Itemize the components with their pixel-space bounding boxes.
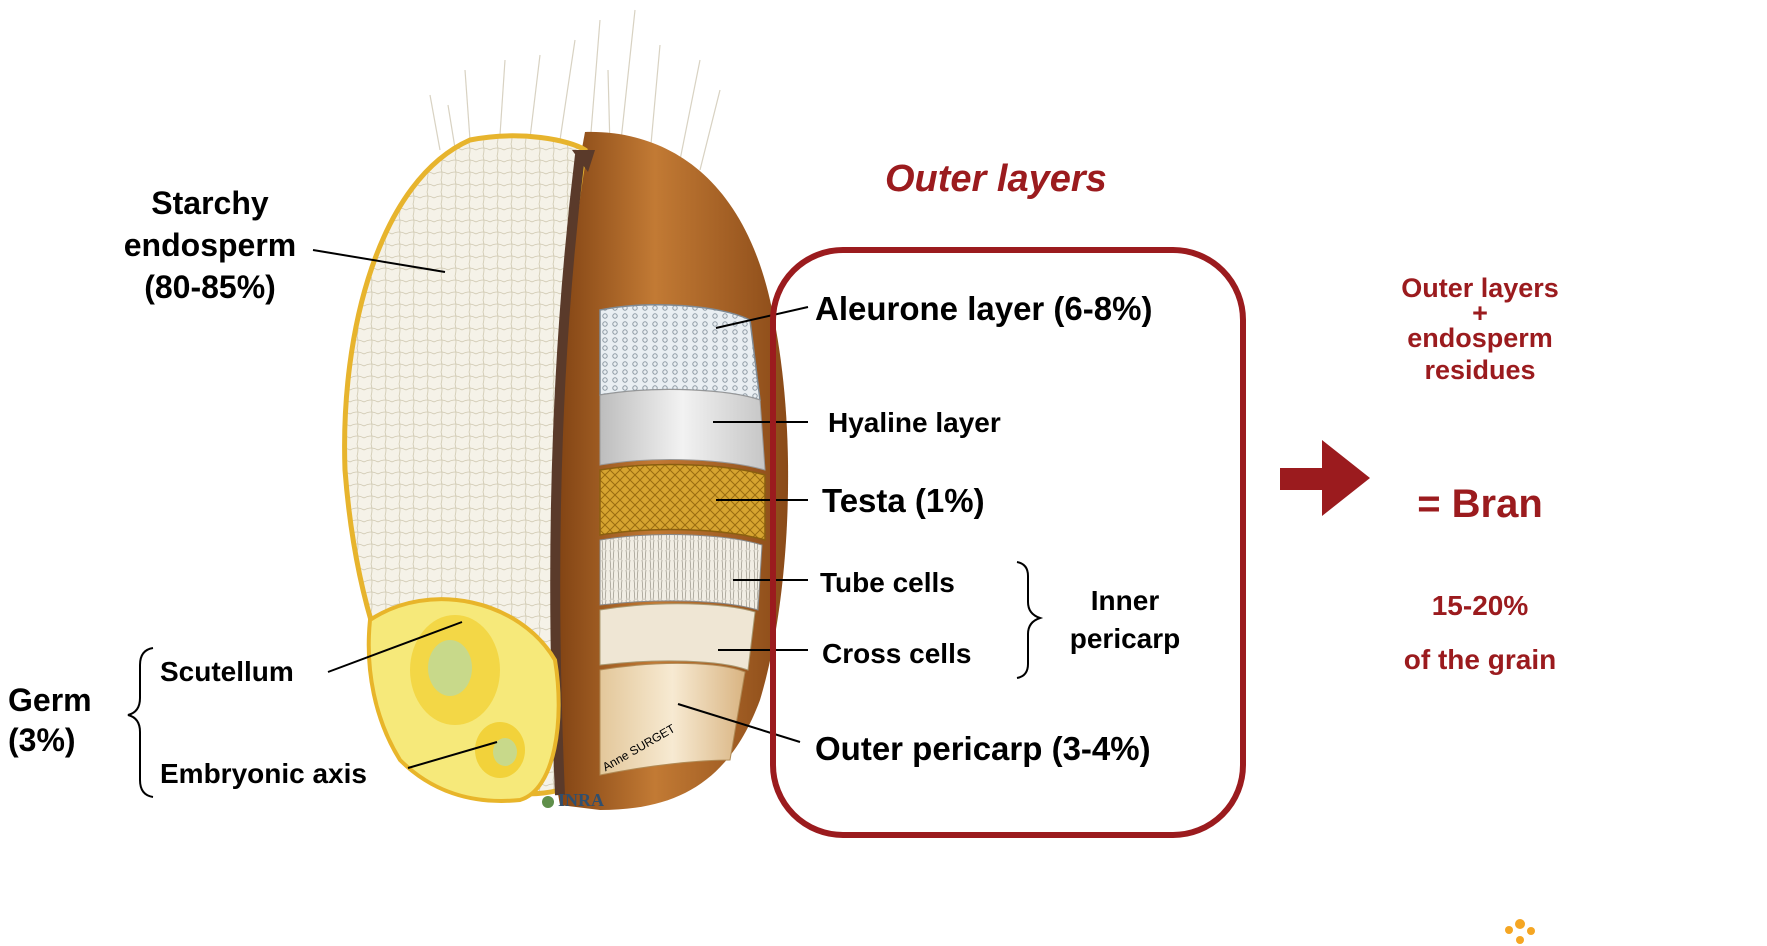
corner-logo-icon bbox=[1505, 919, 1535, 944]
tube-cells-label: Tube cells bbox=[820, 567, 955, 599]
result-plus: + bbox=[1375, 304, 1585, 322]
testa-band bbox=[600, 465, 765, 540]
cross-cells-band bbox=[600, 604, 755, 670]
inner-pericarp-brace bbox=[1017, 562, 1040, 678]
germ-line2: (3%) bbox=[8, 720, 92, 760]
germ-line1: Germ bbox=[8, 680, 92, 720]
arrow-right-icon bbox=[1280, 440, 1370, 516]
embryonic-axis-label: Embryonic axis bbox=[160, 758, 367, 790]
of-the-grain-label: of the grain bbox=[1375, 644, 1585, 676]
aleurone-band bbox=[600, 305, 760, 400]
tube-cells-band bbox=[600, 535, 762, 610]
hyaline-label: Hyaline layer bbox=[828, 407, 1001, 439]
inra-logo-icon bbox=[542, 796, 554, 808]
starchy-line1: Starchy bbox=[110, 182, 310, 224]
result-line2: endosperm bbox=[1375, 322, 1585, 354]
outer-layers-title: Outer layers bbox=[885, 158, 1107, 201]
germ-label: Germ (3%) bbox=[8, 680, 92, 760]
hyaline-band bbox=[600, 390, 765, 470]
inra-logo-text: INRA bbox=[558, 790, 604, 811]
starchy-endosperm-label: Starchy endosperm (80-85%) bbox=[110, 182, 310, 308]
bran-percent: 15-20% bbox=[1375, 590, 1585, 622]
result-line3: residues bbox=[1375, 354, 1585, 386]
starchy-line2: endosperm bbox=[110, 224, 310, 266]
inner-pericarp-label: Inner pericarp bbox=[1050, 582, 1200, 658]
outer-pericarp-label: Outer pericarp (3-4%) bbox=[815, 730, 1151, 768]
cross-cells-label: Cross cells bbox=[822, 638, 971, 670]
inner-pericarp-line2: pericarp bbox=[1050, 620, 1200, 658]
scutellum-label: Scutellum bbox=[160, 656, 294, 688]
starchy-line3: (80-85%) bbox=[110, 266, 310, 308]
germ-brace bbox=[128, 648, 153, 797]
inner-pericarp-line1: Inner bbox=[1050, 582, 1200, 620]
testa-label: Testa (1%) bbox=[822, 482, 985, 520]
aleurone-label: Aleurone layer (6-8%) bbox=[815, 290, 1152, 328]
result-description: Outer layers + endosperm residues bbox=[1375, 272, 1585, 386]
bran-label: = Bran bbox=[1375, 482, 1585, 527]
